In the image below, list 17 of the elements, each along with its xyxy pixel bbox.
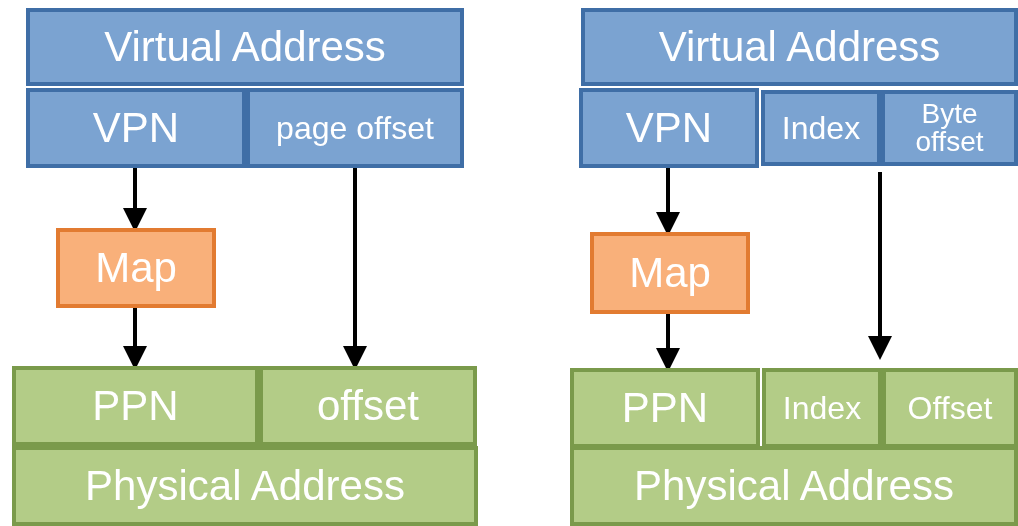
address-field: Physical Address (570, 446, 1018, 526)
process-box: Map (56, 228, 216, 308)
address-field: Virtual Address (581, 8, 1018, 86)
field-box: offset (259, 366, 477, 446)
field-box: Index (762, 368, 882, 448)
arrow (868, 172, 892, 360)
field-box: page offset (246, 88, 464, 168)
field-box: Index (761, 90, 881, 166)
field-box: PPN (12, 366, 259, 446)
address-field: Virtual Address (26, 8, 464, 86)
field-box: PPN (570, 368, 760, 448)
process-box: Map (590, 232, 750, 314)
field-box: VPN (579, 88, 759, 168)
field-box: VPN (26, 88, 246, 168)
address-field: Physical Address (12, 446, 478, 526)
field-box: Offset (882, 368, 1018, 448)
field-box: Byte offset (881, 90, 1018, 166)
